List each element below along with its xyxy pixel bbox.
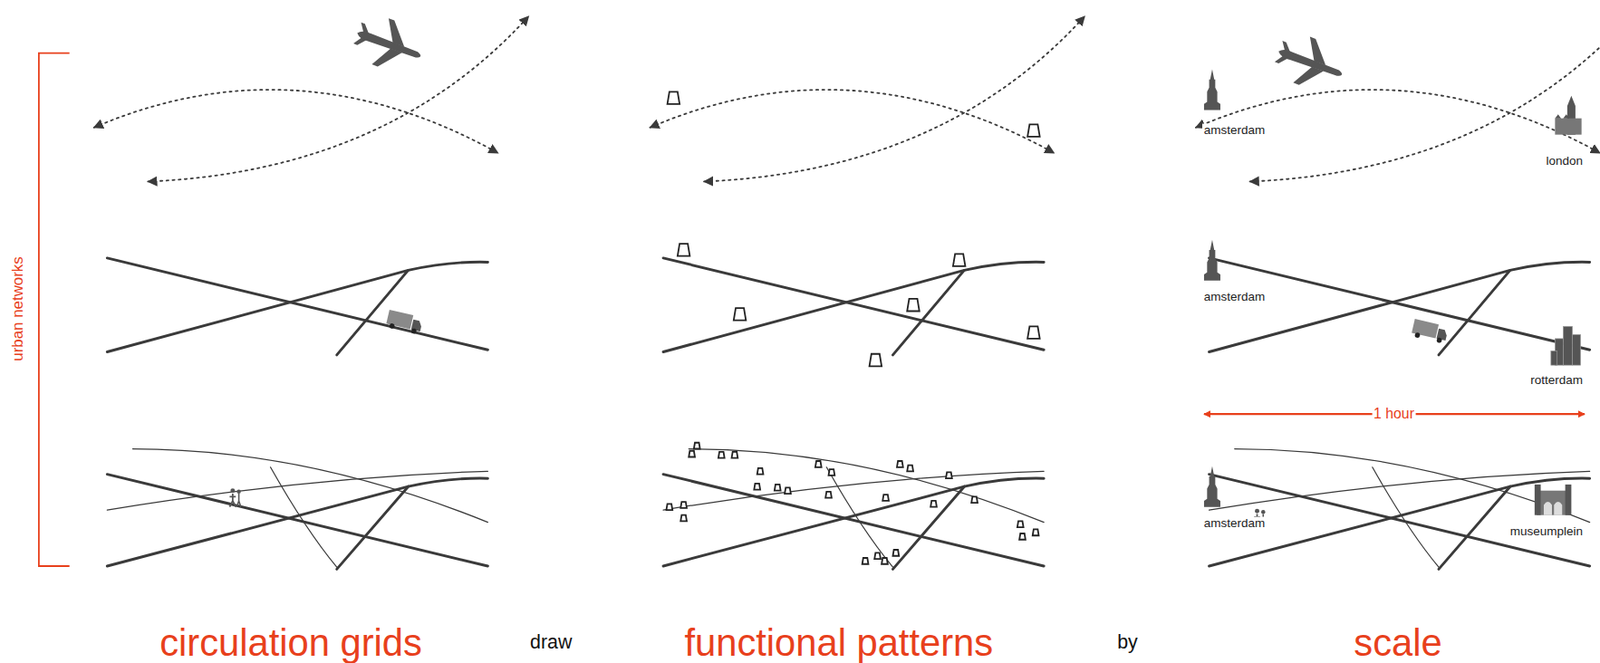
connector-word: by — [1115, 632, 1140, 655]
city-label: amsterdam — [1202, 289, 1268, 304]
function-icon — [688, 451, 695, 458]
air-route — [703, 16, 1085, 182]
city-label: amsterdam — [1202, 124, 1268, 138]
function-icon — [753, 483, 761, 491]
connector-word: draw — [528, 632, 574, 655]
pedestrian-icon — [229, 488, 241, 507]
road — [892, 269, 964, 355]
local-route — [270, 467, 338, 568]
function-icon — [896, 461, 904, 468]
function-icon — [953, 253, 966, 267]
city-label: london — [1544, 154, 1586, 169]
function-icon — [1027, 124, 1041, 137]
local-route — [688, 449, 1044, 523]
distance-label: 1 hour — [1371, 406, 1417, 423]
function-icon — [665, 503, 673, 511]
function-icon — [828, 469, 836, 476]
function-icon — [815, 461, 822, 468]
function-icon — [906, 465, 914, 473]
function-icon — [733, 308, 747, 321]
local-route — [1372, 467, 1439, 568]
airplane-icon — [348, 9, 429, 79]
bracket — [38, 53, 70, 567]
city-label: rotterdam — [1528, 374, 1585, 388]
function-icon — [757, 468, 764, 475]
road — [106, 478, 488, 567]
london-icon — [1554, 96, 1581, 135]
rotterdam-icon — [1551, 326, 1581, 366]
local-route — [663, 471, 1044, 511]
road — [337, 486, 409, 569]
road — [1438, 486, 1511, 569]
function-icon — [882, 494, 889, 502]
function-icon — [732, 452, 739, 459]
network-column — [1195, 16, 1600, 569]
truck-icon — [1410, 318, 1449, 345]
road — [663, 478, 1044, 567]
amsterdam-tower-icon — [1204, 240, 1221, 281]
air-route — [1250, 16, 1600, 182]
column-title: circulation grids — [157, 622, 425, 663]
function-icon — [930, 501, 937, 508]
local-route — [1209, 471, 1591, 511]
local-route — [1234, 449, 1591, 523]
function-icon — [892, 549, 899, 557]
road — [663, 474, 1044, 567]
road — [663, 261, 1044, 352]
function-icon — [881, 558, 888, 565]
local-route — [106, 471, 488, 511]
road — [892, 486, 964, 569]
road — [106, 261, 488, 352]
function-icon — [869, 354, 883, 367]
road — [1209, 261, 1591, 352]
network-column — [649, 16, 1085, 569]
function-icon — [667, 91, 681, 105]
road — [1438, 269, 1511, 355]
museum-icon — [1534, 484, 1572, 516]
function-icon — [1019, 533, 1026, 540]
function-icon — [774, 484, 781, 492]
function-icon — [906, 298, 920, 312]
column-title: scale — [1351, 622, 1444, 663]
function-icon — [874, 552, 881, 560]
air-route — [649, 89, 1054, 154]
city-label: amsterdam — [1202, 516, 1268, 531]
function-icon — [971, 496, 978, 503]
air-route — [147, 16, 529, 182]
local-route — [132, 449, 488, 523]
airplane-icon — [1270, 28, 1350, 97]
place-label: museumplein — [1508, 524, 1585, 539]
function-icon — [825, 491, 832, 499]
air-route — [94, 89, 499, 154]
function-icon — [1017, 520, 1024, 528]
road — [106, 474, 488, 567]
column-title: functional patterns — [682, 622, 995, 663]
air-route — [1195, 89, 1600, 154]
function-icon — [945, 472, 953, 479]
function-icon — [693, 443, 701, 450]
function-icon — [862, 558, 869, 565]
function-icon — [680, 515, 687, 522]
network-column — [94, 16, 530, 569]
local-route — [826, 467, 893, 568]
function-icon — [677, 243, 691, 257]
function-icon — [1027, 326, 1041, 339]
function-icon — [1032, 529, 1040, 536]
truck-icon — [385, 309, 424, 336]
amsterdam-tower-icon — [1204, 69, 1221, 111]
function-icon — [718, 452, 725, 459]
amsterdam-tower-icon — [1204, 466, 1221, 508]
axis-label: urban networks — [9, 255, 28, 364]
function-icon — [784, 487, 791, 494]
function-icon — [680, 501, 687, 509]
